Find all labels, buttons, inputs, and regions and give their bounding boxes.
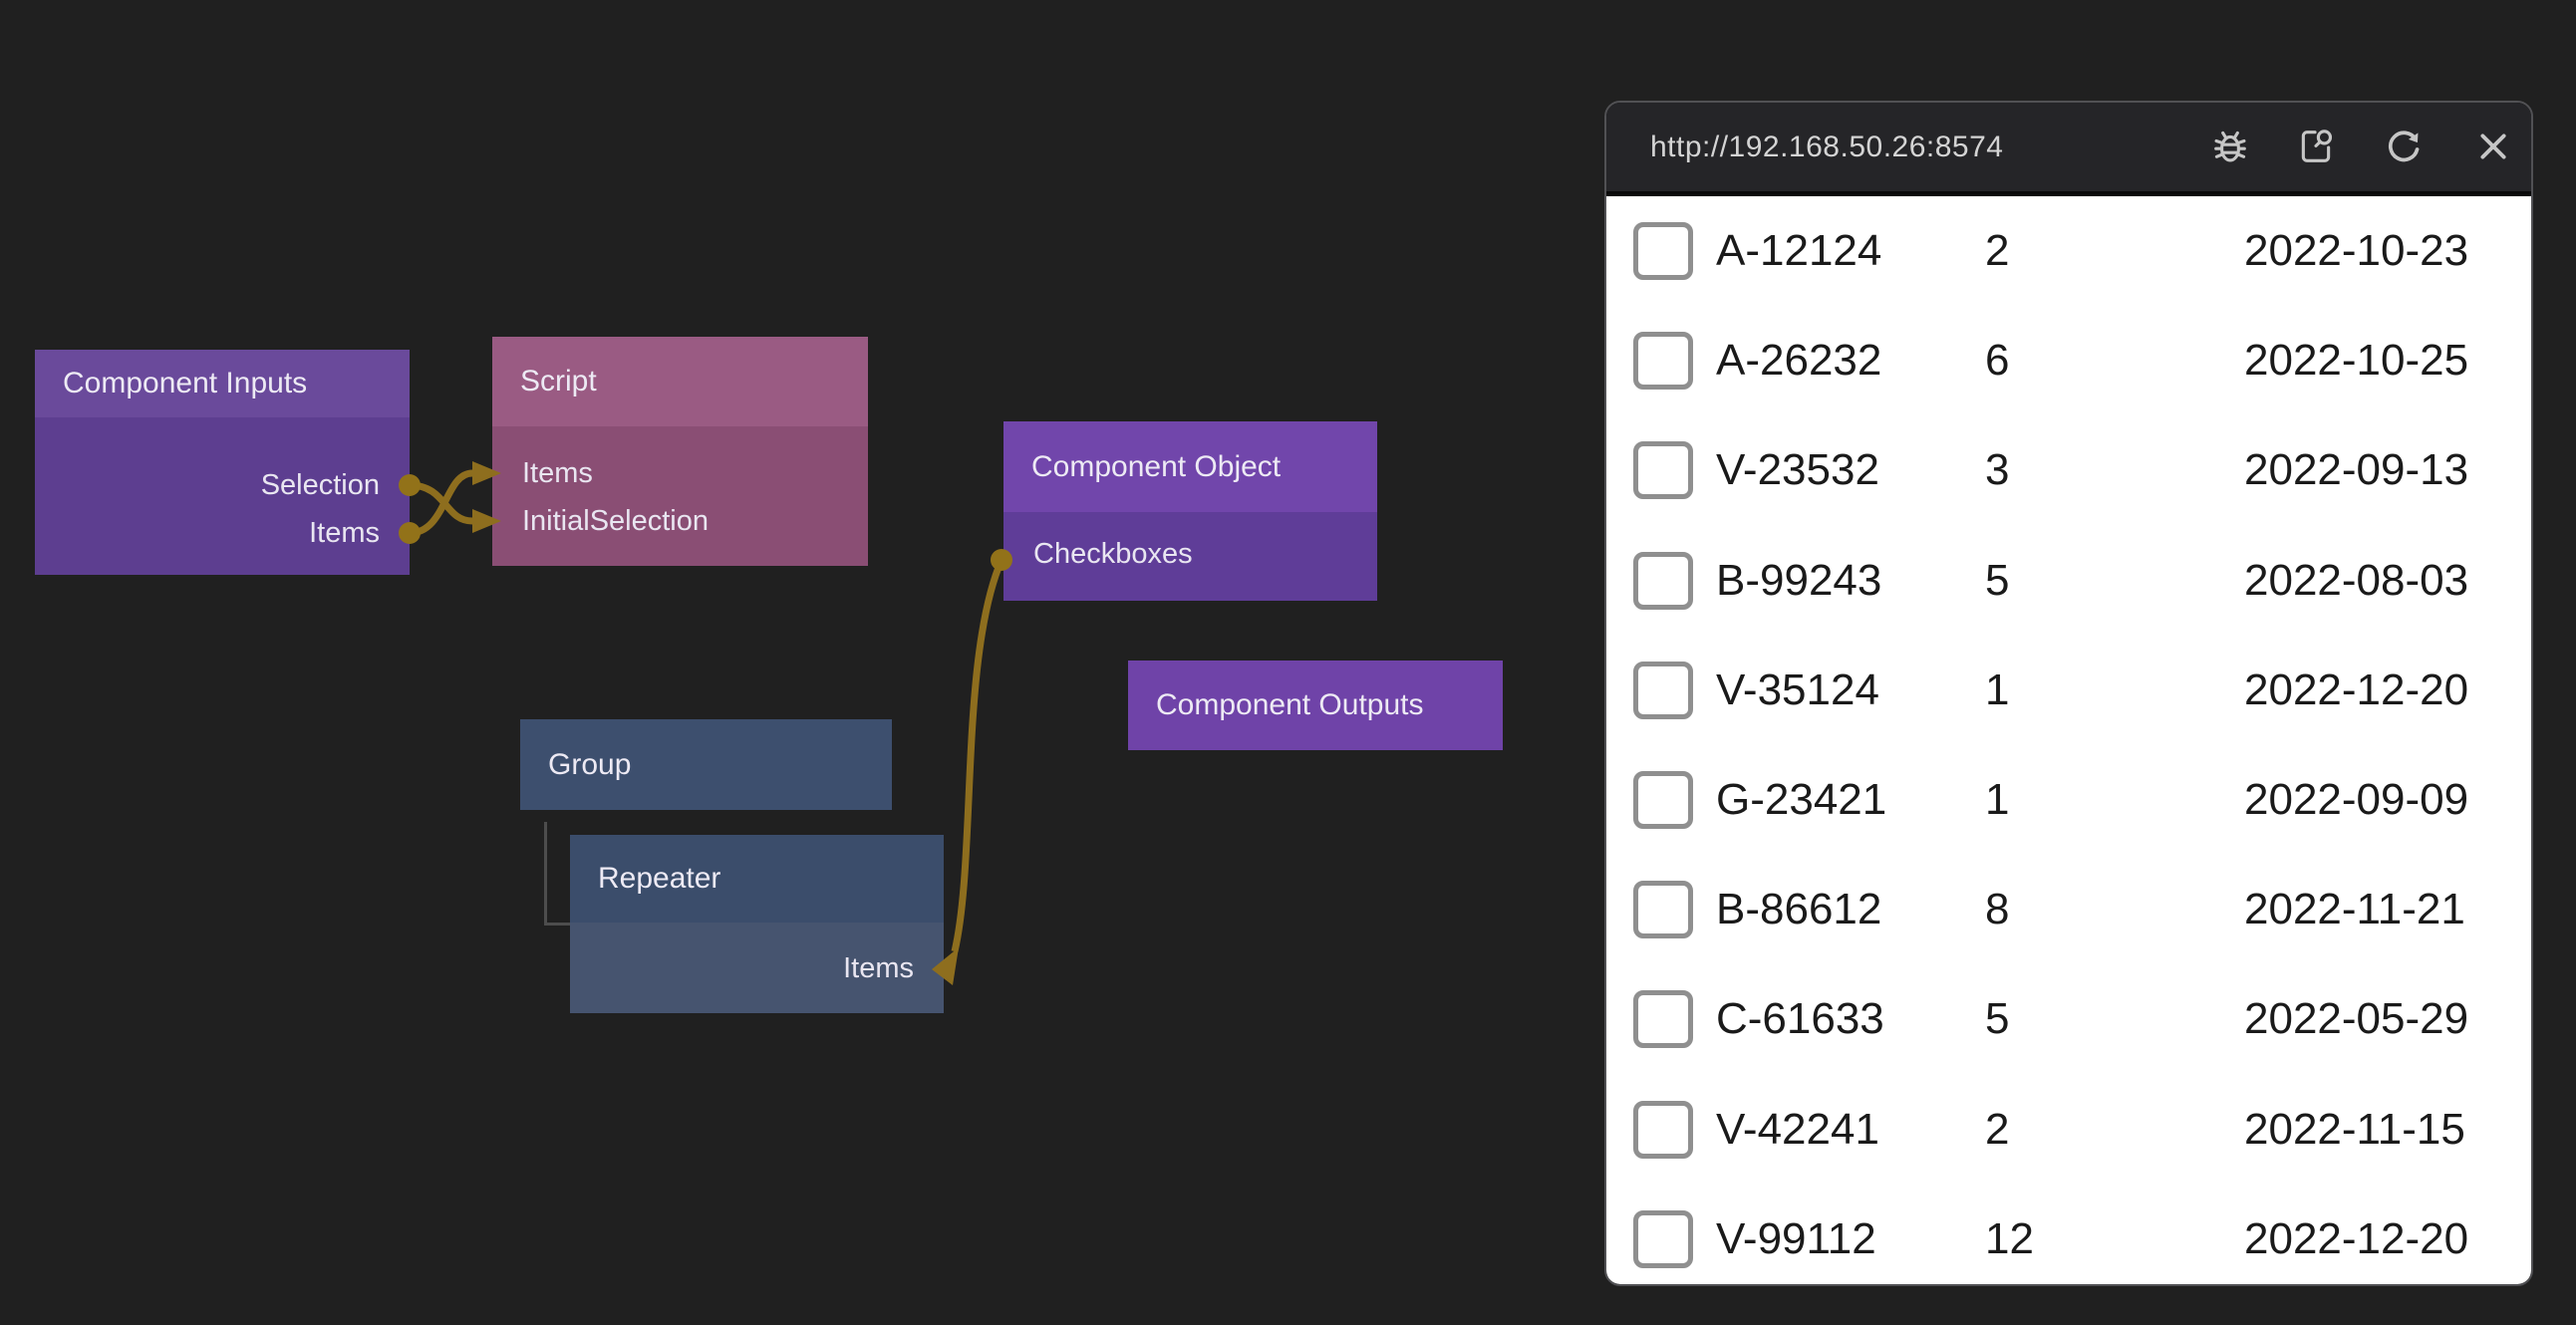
- node-title: Component Object: [1031, 449, 1282, 483]
- group-child-connector-vertical: [544, 822, 547, 925]
- node-title: Component Outputs: [1156, 688, 1424, 721]
- edge-items-to-items[interactable]: [409, 469, 473, 537]
- port-items-in[interactable]: Items: [522, 457, 593, 489]
- port-initial-selection[interactable]: InitialSelection: [522, 505, 709, 537]
- cell-id: G-23421: [1716, 775, 1887, 824]
- row-checkbox[interactable]: [1633, 662, 1693, 719]
- port-items-out[interactable]: Items: [309, 517, 380, 549]
- table-row[interactable]: G-23421 1 2022-09-09: [1606, 745, 2531, 855]
- cell-date: 2022-05-29: [2244, 994, 2469, 1043]
- debug-button[interactable]: [2206, 123, 2254, 170]
- table-row[interactable]: V-99112 12 2022-12-20: [1606, 1185, 2531, 1284]
- cell-qty: 5: [1985, 556, 2010, 605]
- cell-id: V-42241: [1716, 1105, 1879, 1154]
- node-component-object[interactable]: Component Object Checkboxes: [1003, 421, 1377, 601]
- refresh-button[interactable]: [2380, 123, 2428, 170]
- cell-id: V-35124: [1716, 665, 1879, 714]
- port-checkboxes[interactable]: Checkboxes: [1033, 538, 1193, 570]
- table-row[interactable]: A-12124 2 2022-10-23: [1606, 196, 2531, 306]
- close-button[interactable]: [2469, 123, 2517, 170]
- cell-qty: 8: [1985, 885, 2010, 933]
- row-checkbox[interactable]: [1633, 222, 1693, 280]
- node-title: Repeater: [598, 862, 721, 895]
- node-title: Group: [548, 747, 632, 781]
- table-row[interactable]: V-42241 2 2022-11-15: [1606, 1075, 2531, 1185]
- cell-id: B-99243: [1716, 556, 1882, 605]
- port-selection[interactable]: Selection: [260, 469, 380, 501]
- bug-icon: [2214, 131, 2246, 162]
- node-component-outputs[interactable]: Component Outputs: [1128, 661, 1503, 750]
- cell-id: V-23532: [1716, 445, 1879, 494]
- node-title: Component Inputs: [63, 367, 308, 399]
- cell-qty: 3: [1985, 445, 2010, 494]
- cell-qty: 6: [1985, 336, 2010, 385]
- table-row[interactable]: B-86612 8 2022-11-21: [1606, 855, 2531, 964]
- cell-date: 2022-08-03: [2244, 556, 2469, 605]
- refresh-icon: [2388, 131, 2420, 162]
- table-row[interactable]: A-26232 6 2022-10-25: [1606, 306, 2531, 415]
- cell-date: 2022-12-20: [2244, 1214, 2469, 1263]
- address-url[interactable]: http://192.168.50.26:8574: [1650, 130, 2004, 163]
- cell-id: A-26232: [1716, 336, 1882, 385]
- row-checkbox[interactable]: [1633, 771, 1693, 829]
- table-row[interactable]: B-99243 5 2022-08-03: [1606, 526, 2531, 636]
- browser-titlebar[interactable]: http://192.168.50.26:8574: [1606, 103, 2531, 191]
- items-table: A-12124 2 2022-10-23 A-26232 6 2022-10-2…: [1606, 196, 2531, 1284]
- cell-date: 2022-10-23: [2244, 226, 2469, 275]
- node-component-inputs[interactable]: Component Inputs Selection Items: [35, 350, 410, 575]
- row-checkbox[interactable]: [1633, 1210, 1693, 1268]
- close-icon: [2480, 133, 2506, 159]
- cell-date: 2022-09-13: [2244, 445, 2469, 494]
- port-repeater-items[interactable]: Items: [843, 952, 914, 984]
- table-row[interactable]: C-61633 5 2022-05-29: [1606, 964, 2531, 1074]
- cell-id: V-99112: [1716, 1214, 1876, 1263]
- cell-qty: 1: [1985, 775, 2010, 824]
- cell-qty: 2: [1985, 1105, 2010, 1154]
- preview-button[interactable]: [2292, 123, 2340, 170]
- row-checkbox[interactable]: [1633, 990, 1693, 1048]
- table-row[interactable]: V-23532 3 2022-09-13: [1606, 415, 2531, 525]
- row-checkbox[interactable]: [1633, 441, 1693, 499]
- node-title: Script: [520, 365, 597, 398]
- row-checkbox[interactable]: [1633, 881, 1693, 938]
- row-checkbox[interactable]: [1633, 332, 1693, 390]
- edge-checkboxes-to-repeater-items[interactable]: [951, 558, 1005, 952]
- cell-date: 2022-10-25: [2244, 336, 2469, 385]
- cell-id: C-61633: [1716, 994, 1884, 1043]
- cell-date: 2022-12-20: [2244, 665, 2469, 714]
- group-child-connector-horizontal: [544, 923, 570, 926]
- browser-preview-panel: http://192.168.50.26:8574: [1604, 101, 2533, 1286]
- titlebar-separator: [1606, 191, 2531, 196]
- cell-qty: 2: [1985, 226, 2010, 275]
- node-group[interactable]: Group: [520, 719, 892, 810]
- row-checkbox[interactable]: [1633, 552, 1693, 610]
- cell-id: A-12124: [1716, 226, 1882, 275]
- cell-qty: 5: [1985, 994, 2010, 1043]
- table-row[interactable]: V-35124 1 2022-12-20: [1606, 636, 2531, 745]
- cell-qty: 12: [1985, 1214, 2034, 1263]
- page-search-icon: [2301, 130, 2333, 162]
- cell-date: 2022-11-15: [2244, 1105, 2465, 1154]
- cell-date: 2022-11-21: [2244, 885, 2465, 933]
- node-script[interactable]: Script Items InitialSelection: [492, 337, 868, 566]
- node-repeater[interactable]: Repeater Items: [570, 835, 944, 1013]
- row-checkbox[interactable]: [1633, 1101, 1693, 1159]
- cell-id: B-86612: [1716, 885, 1882, 933]
- cell-date: 2022-09-09: [2244, 775, 2469, 824]
- edge-selection-to-initialselection[interactable]: [409, 481, 473, 525]
- cell-qty: 1: [1985, 665, 2010, 714]
